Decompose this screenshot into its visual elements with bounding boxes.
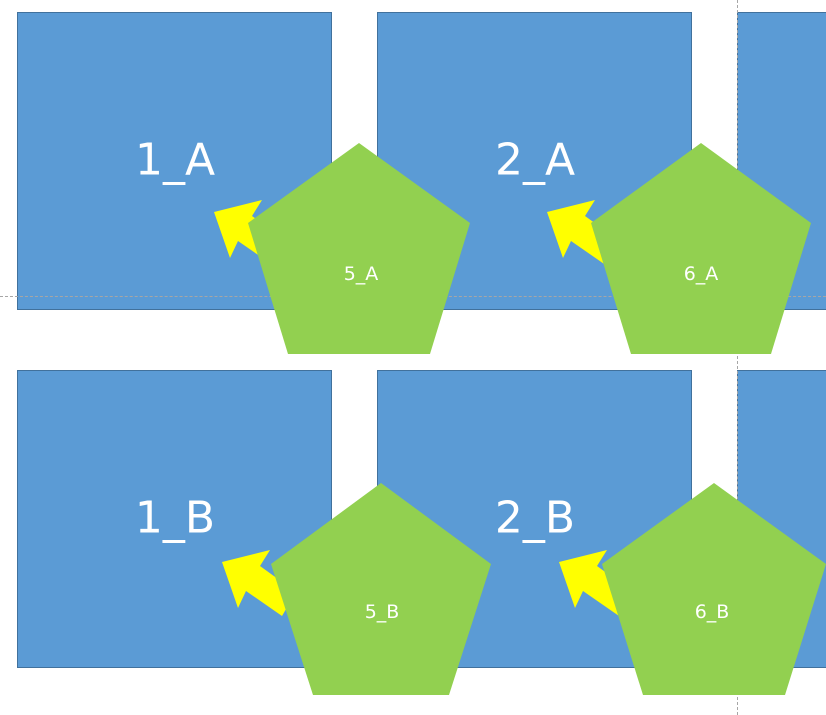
- rectangle-1a-label: 1_A: [134, 134, 216, 186]
- rectangle-1b[interactable]: [17, 370, 332, 668]
- pentagon-5a-label: 5_A: [343, 263, 379, 285]
- rectangle-1b-label: 1_B: [134, 492, 216, 544]
- rectangle-2a-label: 2_A: [494, 134, 576, 186]
- pentagon-6b-label: 6_B: [694, 601, 730, 623]
- vertical-guide-line: [737, 0, 738, 715]
- pentagon-5b-label: 5_B: [364, 601, 400, 623]
- pentagon-6a-label: 6_A: [683, 263, 719, 285]
- rectangle-2b-label: 2_B: [494, 492, 576, 544]
